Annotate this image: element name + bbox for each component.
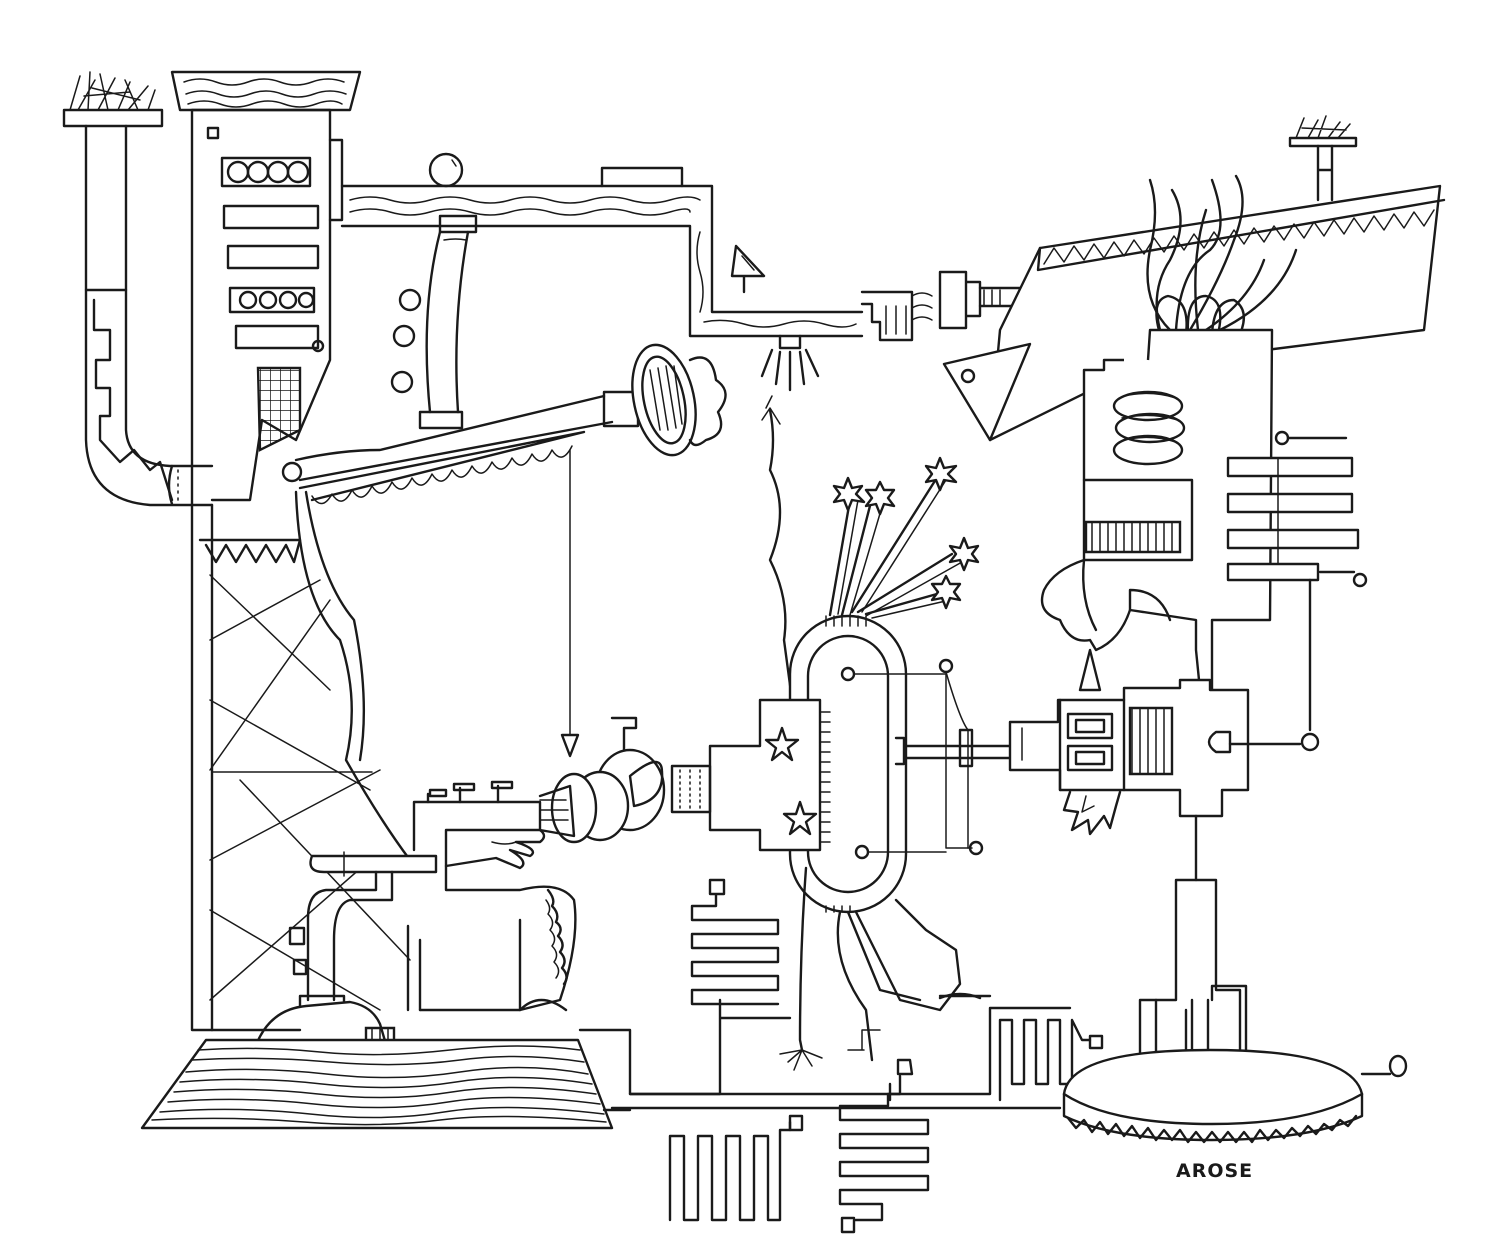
- resistor-zigzags: [670, 880, 1102, 1232]
- right-building: [1042, 330, 1366, 730]
- rocket-engine: [1010, 650, 1318, 834]
- left-chimney-pipe: [64, 72, 212, 505]
- star-motor: [672, 700, 1010, 850]
- base-structure: [212, 994, 1070, 1110]
- turntable: [1064, 816, 1406, 1142]
- hand-table: [414, 782, 575, 1010]
- artist-signature: AROSE: [1176, 1160, 1254, 1182]
- antenna-stars: [830, 458, 978, 618]
- top-wire: [762, 396, 792, 700]
- tentacles: [1148, 176, 1297, 334]
- lattice-scaffold: [200, 492, 410, 1030]
- striped-rug: [142, 1040, 612, 1128]
- left-tower: [172, 72, 360, 1030]
- capsule-legs: [780, 868, 960, 1070]
- conveyor-arm: [283, 339, 726, 756]
- curved-drop-pipe: [392, 216, 476, 428]
- nozzle-funnel: [540, 718, 664, 842]
